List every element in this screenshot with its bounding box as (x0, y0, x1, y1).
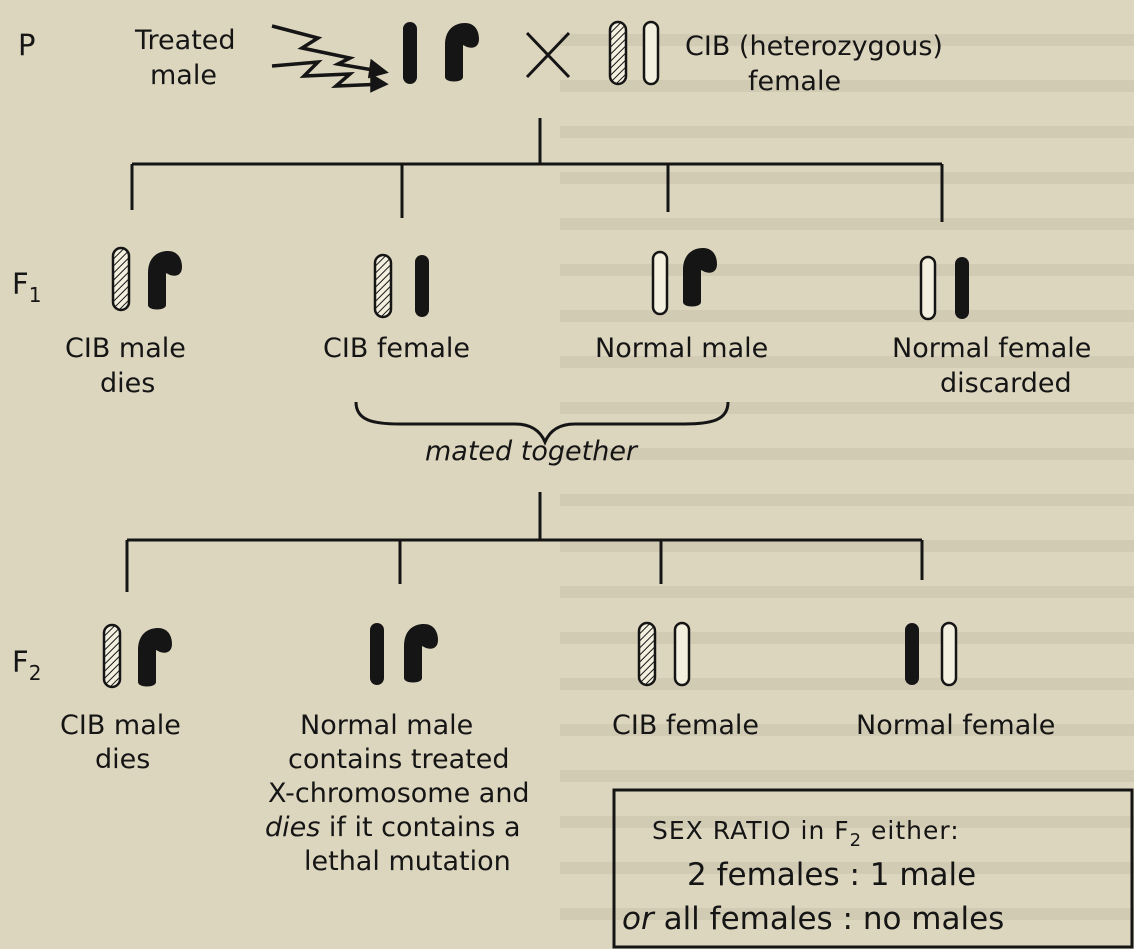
radiation-arrow-top (272, 26, 385, 76)
f1-clb-male-label-line2: dies (100, 368, 155, 399)
sex-ratio-line2-rest: all females : no males (654, 901, 1005, 937)
f1-clb-male-x (113, 248, 129, 310)
cross-symbol (527, 33, 569, 77)
generation-label-f2: F2 (12, 645, 41, 685)
sex-ratio-or: or (622, 901, 656, 937)
f1-clb-female-x2 (415, 255, 429, 317)
f1-normal-male-x (653, 252, 667, 314)
normal-x-chromosome (644, 22, 658, 84)
sex-ratio-line1: 2 females : 1 male (687, 857, 976, 893)
sex-ratio-title-subscript: 2 (850, 830, 862, 851)
sex-ratio-title: SEX RATIO in F2 either: (652, 816, 960, 851)
radiation-arrow-bottom (272, 62, 385, 90)
f2-normal-male-label-line5: lethal mutation (304, 846, 511, 877)
f1-clb-male-y (148, 251, 182, 310)
f2-normal-male-label-line4: dies if it contains a (265, 812, 521, 843)
treated-male-label-line1: Treated (134, 25, 236, 56)
pedigree-lines-f2 (127, 492, 922, 592)
treated-x-chromosome (403, 22, 417, 84)
f2-clb-female-x2 (675, 623, 689, 685)
f1-normal-female-x2 (955, 257, 969, 319)
svg-text:F1: F1 (12, 267, 41, 307)
f1-normal-female-x1 (921, 257, 935, 319)
dies-emphasis: dies (265, 812, 320, 843)
f2-clb-male-label-line1: CIB male (60, 710, 181, 741)
generation-label-f1: F1 (12, 267, 41, 307)
treated-y-chromosome (445, 23, 479, 82)
f2-clb-male-y (138, 628, 172, 687)
svg-text:F2: F2 (12, 645, 41, 685)
f2-clb-male-x (104, 625, 120, 687)
f2-normal-female-x2 (942, 623, 956, 685)
f1-clb-female-x1 (375, 255, 391, 317)
generation-label-p: P (18, 28, 36, 62)
f1-clb-male-label-line1: CIB male (65, 333, 186, 364)
clb-x-chromosome (610, 22, 626, 84)
treated-male-label-line2: male (150, 60, 217, 91)
f2-clb-female-x1 (639, 623, 655, 685)
f1-normal-male-label: Normal male (595, 333, 768, 364)
f2-normal-female-x1 (905, 623, 919, 685)
pedigree-lines-f1 (132, 118, 942, 222)
f2-normal-male-y (404, 624, 438, 683)
clb-female-label-line1: CIB (heterozygous) (685, 31, 943, 62)
f2-normal-female-label: Normal female (856, 710, 1055, 741)
f1-clb-female-label: CIB female (323, 333, 470, 364)
sex-ratio-title-suffix: either: (862, 816, 960, 845)
f1-normal-male-y (683, 248, 717, 307)
sex-ratio-line2: or all females : no males (622, 901, 1004, 937)
f2-clb-male-label-line2: dies (95, 744, 150, 775)
f1-normal-female-label-line2: discarded (940, 368, 1072, 399)
f2-normal-male-label-line2: contains treated (288, 744, 509, 775)
mated-together-label: mated together (425, 436, 639, 467)
f2-clb-female-label: CIB female (612, 710, 759, 741)
f2-normal-male-x (370, 623, 384, 685)
clb-female-label-line2: female (748, 66, 841, 97)
f2-normal-male-label-line1: Normal male (300, 710, 473, 741)
f1-normal-female-label-line1: Normal female (892, 333, 1091, 364)
dies-condition: if it contains a (320, 812, 520, 843)
sex-ratio-title-prefix: SEX RATIO in F (652, 816, 850, 845)
f2-normal-male-label-line3: X-chromosome and (268, 778, 530, 809)
